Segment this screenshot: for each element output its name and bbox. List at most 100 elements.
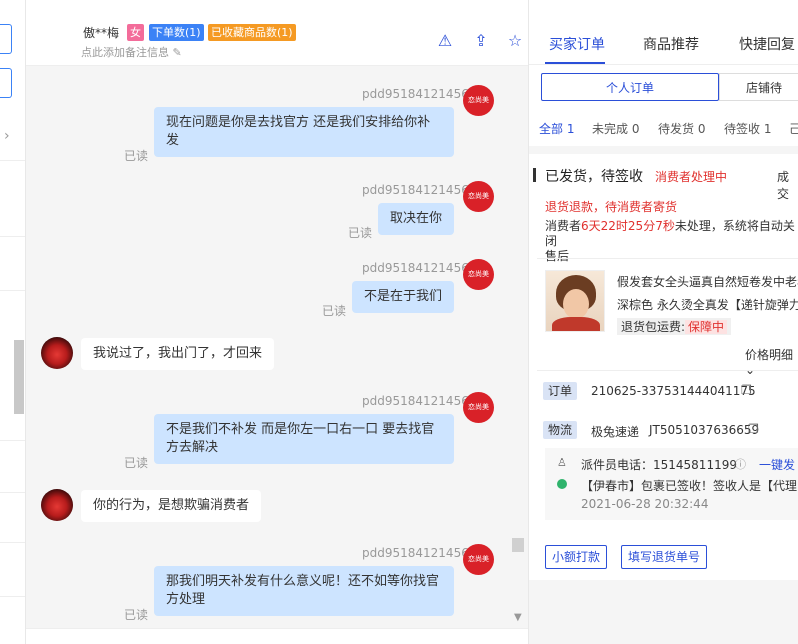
status-tab-incomplete[interactable]: 未完成 0 bbox=[592, 122, 640, 136]
logistics-detail: ♙ 派件员电话：15145811199 ⓘ 一键发 【伊春市】包裹已签收！签收人… bbox=[545, 448, 798, 520]
consumer-status: 消费者处理中 bbox=[655, 170, 728, 184]
message-bubble-incoming: 你的行为，是想欺骗消费者 bbox=[81, 490, 262, 522]
customer-avatar bbox=[41, 337, 73, 369]
status-tab-more[interactable]: 己 bbox=[789, 120, 798, 137]
read-status: 已读 bbox=[322, 304, 347, 318]
read-status: 已读 bbox=[124, 456, 149, 470]
price-detail-link[interactable]: 价格明细 ⌄ bbox=[745, 346, 798, 377]
sidebar-button-second[interactable] bbox=[0, 68, 12, 98]
product-title[interactable]: 假发套女全头逼真自然短卷发中老年 bbox=[617, 275, 798, 289]
warning-icon[interactable]: ⚠ bbox=[437, 31, 453, 50]
logistics-label: 物流 bbox=[543, 421, 578, 439]
shop-avatar-text: 恋尚美 bbox=[468, 403, 489, 411]
customer-avatar bbox=[41, 489, 73, 521]
message-bubble-incoming: 我说过了，我出门了，才回来 bbox=[81, 338, 275, 370]
order-count-tag: 下单数(1) bbox=[149, 24, 204, 41]
copy-icon[interactable]: ❐ bbox=[748, 422, 759, 436]
status-marker bbox=[533, 168, 536, 182]
countdown-value: 6天22时25分7秒 bbox=[581, 219, 675, 233]
price-detail-label: 价格明细 bbox=[745, 348, 794, 362]
chat-toolbar bbox=[26, 628, 528, 644]
product-image-body bbox=[552, 317, 600, 331]
message-sender: pdd95184121456 bbox=[362, 87, 469, 101]
shipping-label: 退货包运费: bbox=[621, 320, 686, 334]
active-tab-underline bbox=[545, 62, 605, 64]
divider bbox=[529, 64, 798, 65]
chat-panel: 傲**梅 女 下单数(1) 已收藏商品数(1) 点此添加备注信息 ✎ ⚠ ⇪ ☆… bbox=[26, 0, 528, 644]
message-bubble-outgoing: 不是我们不补发 而是你左一口右一口 要去找官方去解决 bbox=[154, 414, 454, 464]
message-bubble-outgoing: 那我们明天补发有什么意义呢！还不如等你找官方处理 bbox=[154, 566, 454, 616]
divider bbox=[0, 492, 25, 493]
divider bbox=[537, 370, 798, 371]
divider bbox=[0, 160, 25, 161]
favorite-count-tag: 已收藏商品数(1) bbox=[208, 24, 296, 41]
countdown-suffix: 未处理，系统将自动关闭 bbox=[545, 219, 795, 248]
remark-field[interactable]: 点此添加备注信息 ✎ bbox=[81, 44, 182, 60]
message-list: pdd95184121456 恋尚美 现在问题是你是去找官方 还是我们安排给你补… bbox=[26, 66, 528, 644]
tab-product-recommend[interactable]: 商品推荐 bbox=[643, 37, 699, 53]
divider bbox=[0, 236, 25, 237]
message-sender: pdd95184121456 bbox=[362, 394, 469, 408]
deal-label[interactable]: 成交 bbox=[777, 170, 790, 201]
shipping-insurance: 退货包运费:保障中 bbox=[617, 318, 732, 335]
read-status: 已读 bbox=[124, 608, 149, 622]
shop-avatar-text: 恋尚美 bbox=[468, 270, 489, 278]
message-sender: pdd95184121456 bbox=[362, 546, 469, 560]
divider bbox=[0, 596, 25, 597]
shop-avatar-text: 恋尚美 bbox=[468, 555, 489, 563]
refund-note: 退货退款，待消费者寄货 bbox=[545, 200, 678, 214]
chevron-right-icon[interactable]: › bbox=[4, 128, 10, 144]
countdown-tail: 售后 bbox=[545, 249, 570, 263]
sidebar-scrollbar[interactable] bbox=[14, 340, 24, 414]
product-image-face bbox=[563, 289, 589, 319]
shop-avatar: 恋尚美 bbox=[463, 259, 494, 290]
chat-header: 傲**梅 女 下单数(1) 已收藏商品数(1) 点此添加备注信息 ✎ ⚠ ⇪ ☆ bbox=[26, 0, 528, 66]
order-number: 210625-337531444041175 bbox=[591, 384, 756, 398]
divider bbox=[537, 258, 798, 259]
divider bbox=[0, 542, 25, 543]
copy-icon[interactable]: ❐ bbox=[741, 383, 752, 397]
tab-quick-reply[interactable]: 快捷回复 bbox=[739, 37, 795, 53]
edit-icon[interactable]: ✎ bbox=[172, 46, 182, 59]
shipping-status: 保障中 bbox=[685, 320, 728, 334]
message-sender: pdd95184121456 bbox=[362, 261, 469, 275]
remark-placeholder: 点此添加备注信息 bbox=[81, 46, 169, 59]
order-panel: 买家订单 商品推荐 快捷回复 个人订单 店铺待 全部 1 未完成 0 待发货 0… bbox=[528, 0, 798, 644]
panel-bottom-fill bbox=[529, 580, 798, 644]
message-sender: pdd95184121456 bbox=[362, 183, 469, 197]
timeline-dot-icon bbox=[557, 479, 567, 489]
share-icon[interactable]: ⇪ bbox=[474, 31, 488, 50]
segment-shop-orders[interactable]: 店铺待 bbox=[719, 73, 798, 101]
status-tab-to-ship[interactable]: 待发货 0 bbox=[658, 122, 706, 136]
chat-scrollbar-thumb[interactable] bbox=[512, 538, 524, 552]
order-label: 订单 bbox=[543, 382, 578, 400]
shop-avatar-text: 恋尚美 bbox=[468, 96, 489, 104]
divider bbox=[0, 440, 25, 441]
one-click-send-link[interactable]: 一键发 bbox=[759, 458, 796, 472]
product-sku: 深棕色 永久烫全真发【递针旋弹力 bbox=[617, 298, 798, 312]
message-bubble-outgoing: 取决在你 bbox=[378, 203, 455, 235]
fill-return-number-button[interactable]: 填写退货单号 bbox=[621, 545, 708, 569]
segment-personal-orders[interactable]: 个人订单 bbox=[541, 73, 719, 101]
product-image[interactable] bbox=[545, 270, 605, 332]
scroll-down-icon[interactable]: ▼ bbox=[514, 612, 522, 623]
logistics-message: 【伊春市】包裹已签收！签收人是【代理 bbox=[581, 479, 798, 493]
sidebar-button-top[interactable] bbox=[0, 24, 12, 54]
carrier-name: 极兔速递 bbox=[591, 425, 640, 439]
left-sidebar: › bbox=[0, 0, 26, 644]
logistics-time: 2021-06-28 20:32:44 bbox=[581, 497, 709, 511]
help-icon[interactable]: ⓘ bbox=[735, 458, 746, 471]
gender-tag: 女 bbox=[127, 24, 144, 41]
status-tab-to-receive[interactable]: 待签收 1 bbox=[724, 122, 772, 136]
status-tab-all[interactable]: 全部 1 bbox=[539, 122, 575, 136]
star-icon[interactable]: ☆ bbox=[507, 31, 523, 50]
small-payment-button[interactable]: 小额打款 bbox=[545, 545, 608, 569]
message-bubble-outgoing: 现在问题是你是去找官方 还是我们安排给你补发 bbox=[154, 107, 454, 157]
read-status: 已读 bbox=[348, 226, 373, 240]
shop-avatar-text: 恋尚美 bbox=[468, 192, 489, 200]
message-bubble-outgoing: 不是在于我们 bbox=[352, 281, 455, 313]
read-status: 已读 bbox=[124, 149, 149, 163]
tab-buyer-orders[interactable]: 买家订单 bbox=[549, 37, 605, 53]
customer-name: 傲**梅 bbox=[83, 26, 120, 40]
divider bbox=[0, 290, 25, 291]
